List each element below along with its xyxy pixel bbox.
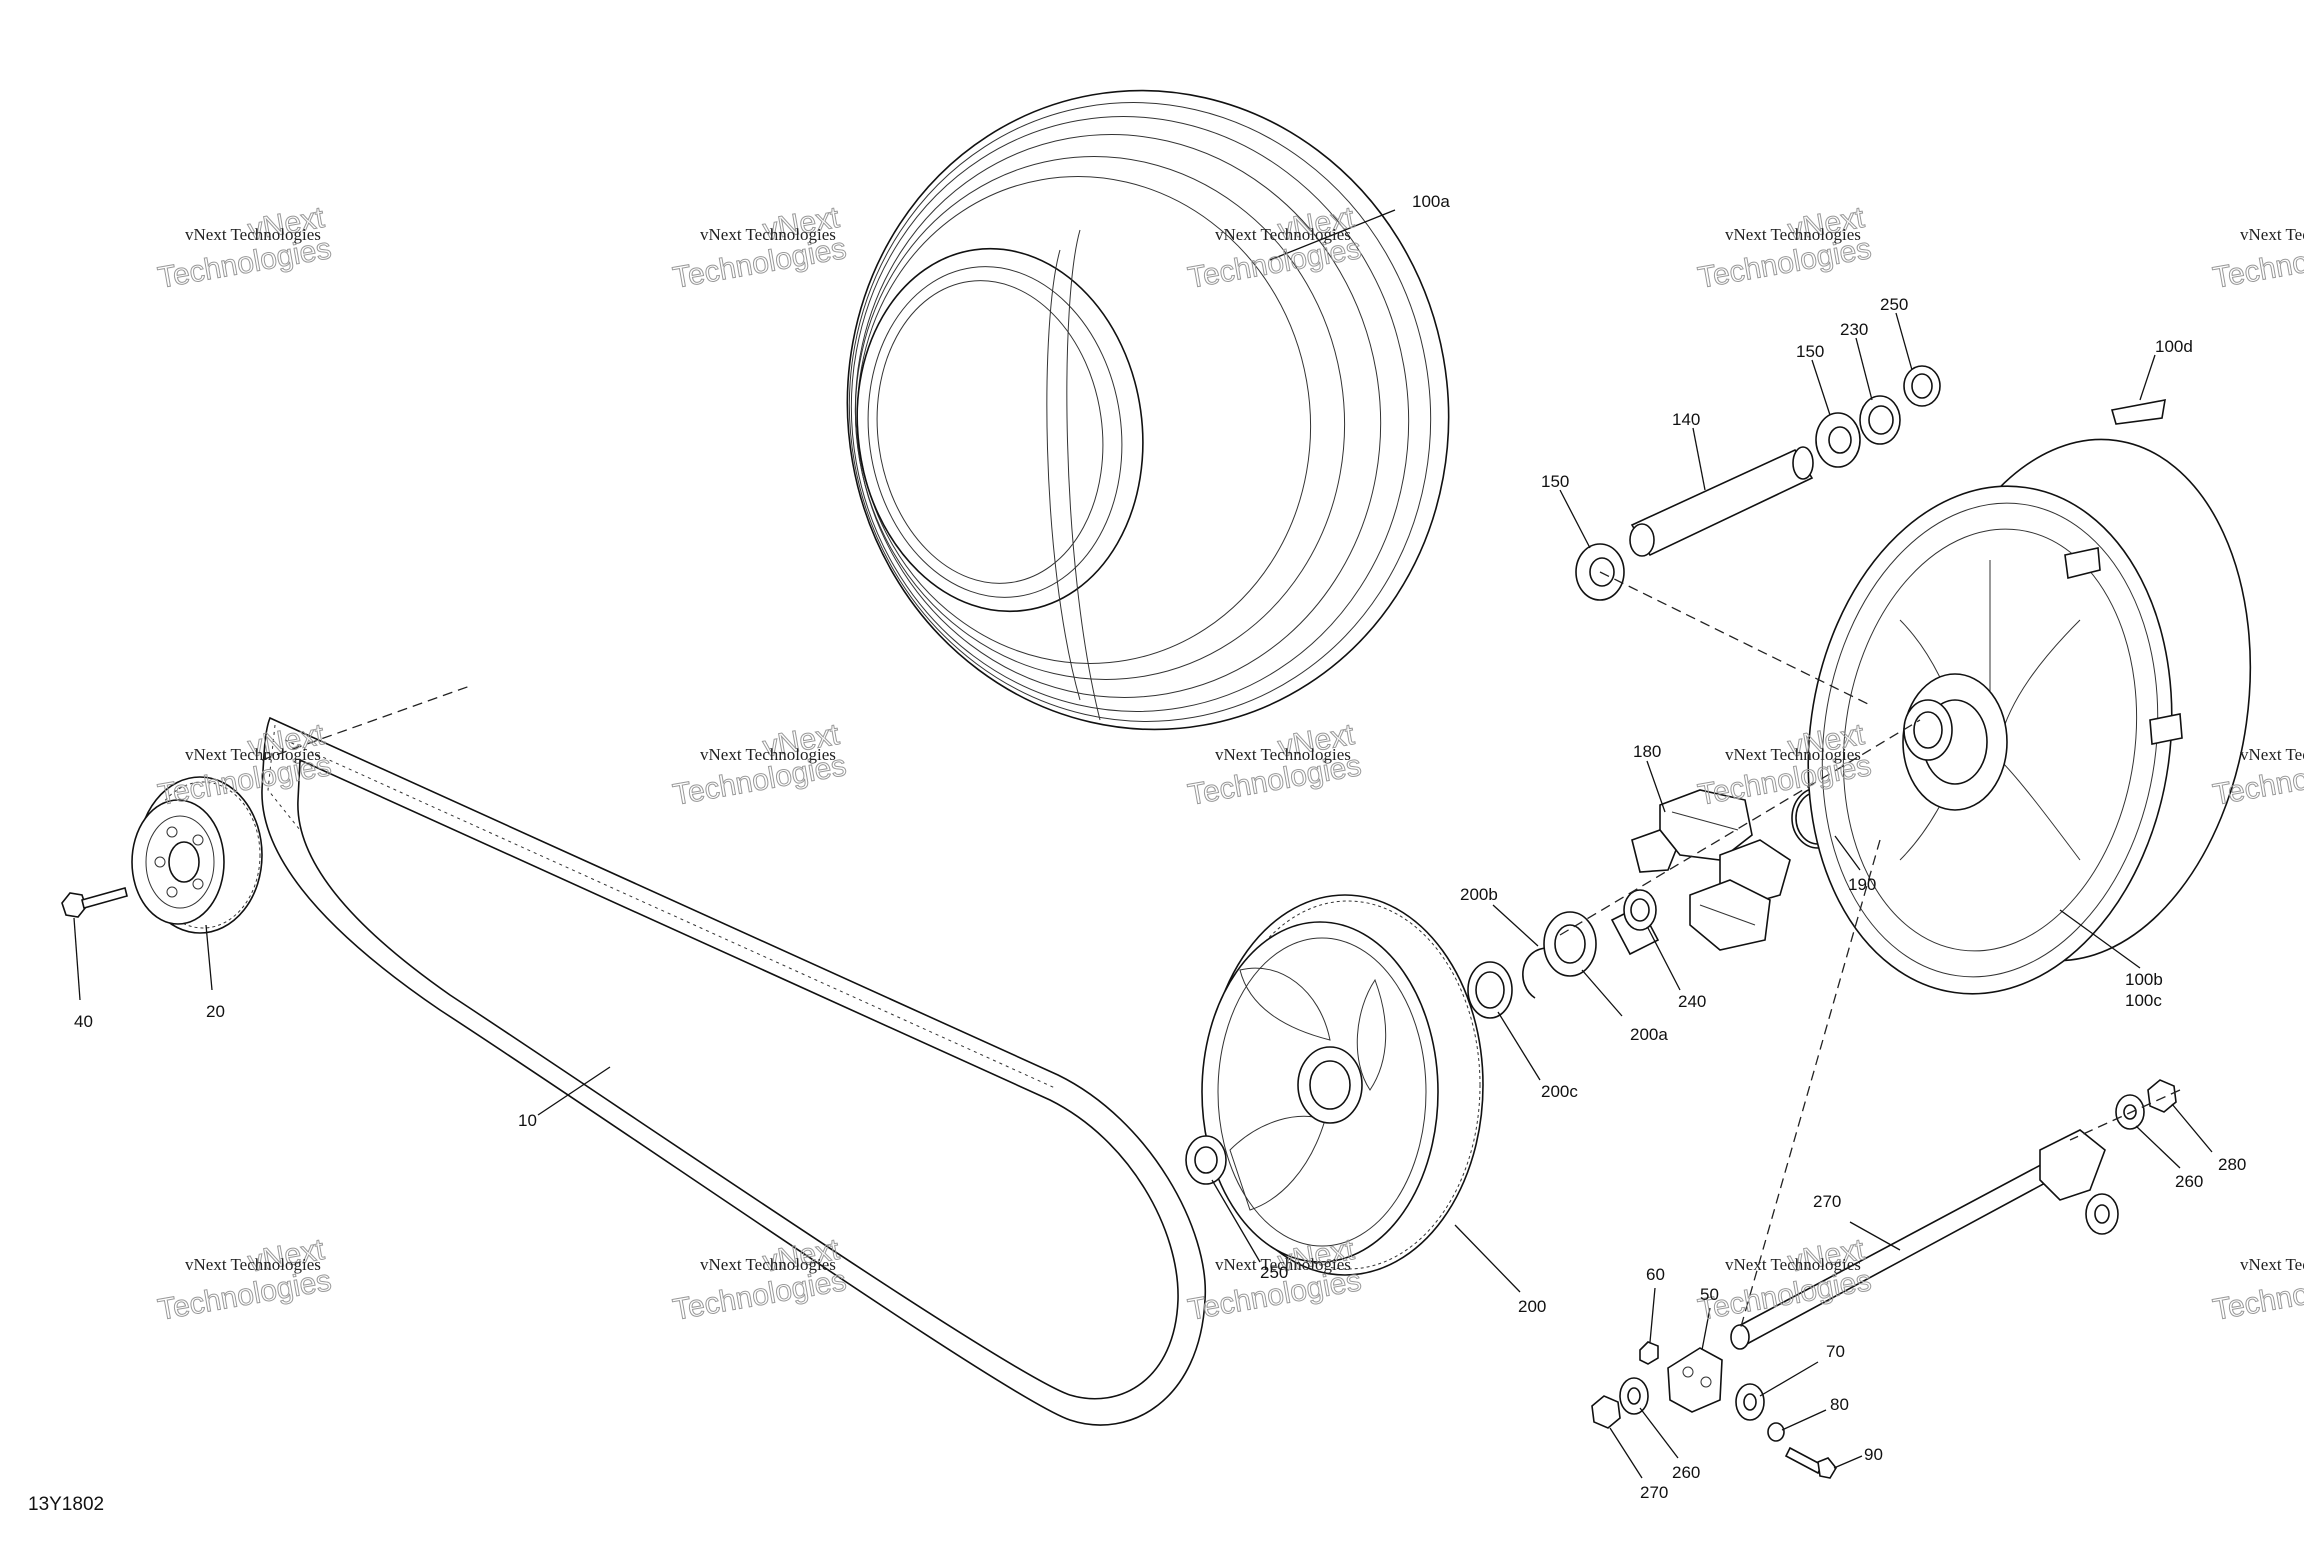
- balance-weight-drawing: [2110, 399, 2166, 425]
- watermark-tl: Technologies vNext vNext Technologies: [155, 200, 334, 295]
- part-label-100d: 100d: [2155, 337, 2193, 356]
- part-label-40: 40: [74, 1012, 93, 1031]
- tire-drawing: [846, 89, 1450, 731]
- part-label-240: 240: [1678, 992, 1706, 1011]
- axle-washer-left-drawing: [1619, 1377, 1649, 1415]
- part-label-280: 280: [2218, 1155, 2246, 1174]
- svg-text:vNext Technologies: vNext Technologies: [1725, 225, 1861, 244]
- part-label-70: 70: [1826, 1342, 1845, 1361]
- svg-text:vNext Technologies: vNext Technologies: [1215, 745, 1351, 764]
- watermark-mc2: Technologies vNext vNext Technologies: [1185, 717, 1364, 812]
- svg-text:vNext Technologies: vNext Technologies: [2240, 745, 2304, 764]
- diagram-reference-code: 13Y1802: [28, 1494, 105, 1515]
- spacer-tube-drawing: [1629, 446, 1814, 557]
- watermark-far-right-top: Technologies vNext Technologies: [2210, 225, 2304, 295]
- part-label-200b: 200b: [1460, 885, 1498, 904]
- seal-stack-drawing: [1467, 889, 1660, 1019]
- svg-text:vNext Technologies: vNext Technologies: [700, 745, 836, 764]
- part-label-80: 80: [1830, 1395, 1849, 1414]
- svg-text:vNext Technologies: vNext Technologies: [1725, 745, 1861, 764]
- part-label-270-bottom: 270: [1640, 1483, 1668, 1502]
- axle-nut-left-drawing: [1591, 1395, 1621, 1429]
- part-label-260-bottom: 260: [1672, 1463, 1700, 1482]
- watermark-bl: Technologies vNext vNext Technologies: [155, 1232, 334, 1327]
- part-label-190: 190: [1848, 875, 1876, 894]
- svg-text:vNext Technologies: vNext Technologies: [700, 1255, 836, 1274]
- part-label-20: 20: [206, 1002, 225, 1021]
- part-label-100a: 100a: [1412, 192, 1450, 211]
- part-label-60: 60: [1646, 1265, 1665, 1284]
- part-label-10: 10: [518, 1111, 537, 1130]
- part-label-250-bottom: 250: [1260, 1263, 1288, 1282]
- watermark-ml: Technologies vNext vNext Technologies: [155, 717, 334, 812]
- svg-text:vNext Technologies: vNext Technologies: [1215, 1255, 1351, 1274]
- svg-text:vNext Technologies: vNext Technologies: [185, 745, 321, 764]
- adjuster-washer-drawing: [1767, 1422, 1785, 1442]
- driven-sprocket-drawing: [1201, 894, 1484, 1276]
- part-label-260-right: 260: [2175, 1172, 2203, 1191]
- part-label-200: 200: [1518, 1297, 1546, 1316]
- rear-axle-drawing: [1730, 1129, 2119, 1350]
- svg-text:vNext Technologies: vNext Technologies: [185, 225, 321, 244]
- spacer-drawing: [1185, 1135, 1227, 1185]
- watermark-tc2: Technologies vNext vNext Technologies: [1185, 200, 1364, 295]
- axle-nut-right-drawing: [2147, 1079, 2177, 1113]
- svg-text:vNext Technologies: vNext Technologies: [700, 225, 836, 244]
- cush-drive-dampers-drawing: [1631, 789, 1791, 951]
- adjuster-block-drawing: [1667, 1347, 1723, 1413]
- center-lines: [1559, 571, 2181, 1331]
- watermark-mc1: Technologies vNext vNext Technologies: [670, 717, 849, 812]
- adjuster-bolt-drawing: [1784, 1446, 1837, 1479]
- part-label-150-top: 150: [1796, 342, 1824, 361]
- watermark-tc1: Technologies vNext vNext Technologies: [670, 200, 849, 295]
- axle-washer-right-drawing: [2115, 1094, 2145, 1130]
- part-label-200a: 200a: [1630, 1025, 1668, 1044]
- part-label-50: 50: [1700, 1285, 1719, 1304]
- adjuster-cam-drawing: [1735, 1383, 1765, 1421]
- drive-belt-drawing: [261, 685, 1207, 1426]
- seal-top-drawing: [1859, 395, 1901, 445]
- wheel-rim-drawing: [1807, 438, 2252, 995]
- bearing-top-drawing: [1815, 412, 1861, 468]
- part-label-90: 90: [1864, 1445, 1883, 1464]
- svg-text:vNext Technologies: vNext Technologies: [1215, 225, 1351, 244]
- watermark-far-right-bottom: Technologies vNext Technologies: [2210, 1255, 2304, 1327]
- part-label-270-right: 270: [1813, 1192, 1841, 1211]
- part-label-100b: 100b: [2125, 970, 2163, 989]
- spacer-top-drawing: [1903, 365, 1941, 407]
- svg-text:vNext Technologies: vNext Technologies: [1725, 1255, 1861, 1274]
- part-label-180: 180: [1633, 742, 1661, 761]
- drive-sprocket-drawing: [131, 776, 263, 934]
- part-label-150-left: 150: [1541, 472, 1569, 491]
- sprocket-bolt-drawing: [61, 887, 128, 918]
- part-label-200c: 200c: [1541, 1082, 1578, 1101]
- watermark-bc1: Technologies vNext vNext Technologies: [670, 1232, 849, 1327]
- svg-text:vNext Technologies: vNext Technologies: [2240, 1255, 2304, 1274]
- adjuster-nut-drawing: [1639, 1341, 1659, 1365]
- part-label-100c: 100c: [2125, 991, 2162, 1010]
- part-label-140: 140: [1672, 410, 1700, 429]
- svg-text:vNext Technologies: vNext Technologies: [2240, 225, 2304, 244]
- watermark-tr: Technologies vNext vNext Technologies: [1695, 200, 1874, 295]
- part-label-230: 230: [1840, 320, 1868, 339]
- part-labels: 100a 100d 250 230 150 140 150 180 190 10…: [74, 192, 2246, 1502]
- svg-text:vNext Technologies: vNext Technologies: [185, 1255, 321, 1274]
- part-label-250-top: 250: [1880, 295, 1908, 314]
- leader-lines: [73, 209, 2213, 1479]
